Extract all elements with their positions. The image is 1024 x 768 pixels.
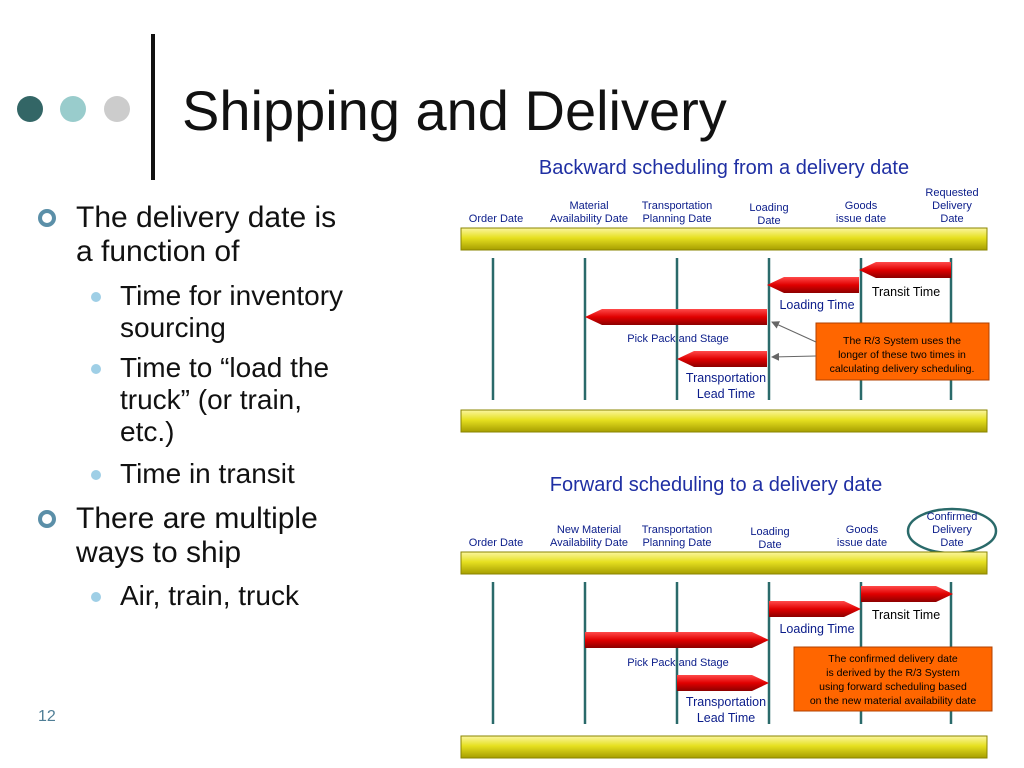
title-divider	[151, 34, 155, 180]
bullet-2-line-2: ways to ship	[76, 536, 242, 569]
note-pointer-transport	[771, 352, 817, 361]
backward-title: Backward scheduling from a delivery date	[539, 157, 909, 179]
note-pointer-loading	[771, 321, 817, 343]
bullet-2: There are multiple ways to ship	[76, 502, 318, 570]
decor-dot-3	[104, 96, 130, 122]
decor-dot-1	[17, 96, 43, 122]
decor-dot-2	[60, 96, 86, 122]
transit-time-arrow	[861, 586, 953, 602]
loading-time-arrow	[769, 601, 861, 617]
pick-pack-arrow	[585, 632, 769, 648]
sub-bullet-line: Time in transit	[120, 458, 295, 489]
transit-time-arrow	[859, 262, 951, 278]
sub-bullet-1-3: Time in transit	[120, 458, 295, 490]
loading-time-label: Loading Time	[779, 622, 854, 636]
col-label-order-date: Order Date	[469, 537, 523, 549]
backward-diagram: Backward scheduling from a delivery date…	[460, 157, 990, 433]
loading-time-arrow	[767, 277, 859, 293]
forward-title: Forward scheduling to a delivery date	[550, 474, 882, 496]
bullet-marker	[38, 510, 56, 528]
sub-bullet-line: Air, train, truck	[120, 580, 299, 611]
pick-pack-arrow	[585, 309, 767, 325]
sub-bullet-marker	[91, 470, 101, 480]
sub-bullet-marker	[91, 364, 101, 374]
transport-lead-arrow	[677, 351, 767, 367]
col-label-order-date: Order Date	[469, 213, 523, 225]
forward-diagram: Forward scheduling to a delivery date Or…	[460, 474, 998, 759]
transport-lead-arrow	[677, 675, 769, 691]
forward-note-box	[793, 646, 993, 712]
loading-time-label: Loading Time	[779, 298, 854, 312]
transit-time-label: Transit Time	[872, 608, 940, 622]
bullet-marker	[38, 209, 56, 227]
sub-bullet-line: truck” (or train,	[120, 384, 303, 415]
sub-bullet-line: sourcing	[120, 312, 226, 343]
transit-time-label: Transit Time	[872, 285, 940, 299]
sub-bullet-line: etc.)	[120, 416, 175, 447]
pick-pack-label: Pick Pack and Stage	[627, 333, 729, 345]
sub-bullet-2-1: Air, train, truck	[120, 580, 299, 612]
backward-note-box	[815, 322, 990, 381]
timeline-bar-top	[460, 227, 988, 251]
sub-bullet-marker	[91, 292, 101, 302]
sub-bullet-1-1: Time for inventory sourcing	[120, 280, 343, 344]
sub-bullet-1-2: Time to “load the truck” (or train, etc.…	[120, 352, 329, 448]
slide-number: 12	[38, 708, 56, 725]
timeline-bar-bottom	[460, 735, 988, 759]
slide-title: Shipping and Delivery	[182, 79, 727, 142]
timeline-bar-bottom	[460, 409, 988, 433]
sub-bullet-line: Time for inventory	[120, 280, 344, 311]
bullet-1-line-1: The delivery date is	[76, 201, 337, 234]
sub-bullet-line: Time to “load the	[120, 352, 330, 383]
timeline-bar-top	[460, 551, 988, 575]
sub-bullet-marker	[91, 592, 101, 602]
bullet-1: The delivery date is a function of	[76, 201, 336, 269]
pick-pack-label: Pick Pack and Stage	[627, 657, 729, 669]
bullet-1-line-2: a function of	[76, 235, 240, 268]
bullet-2-line-1: There are multiple	[76, 502, 318, 535]
